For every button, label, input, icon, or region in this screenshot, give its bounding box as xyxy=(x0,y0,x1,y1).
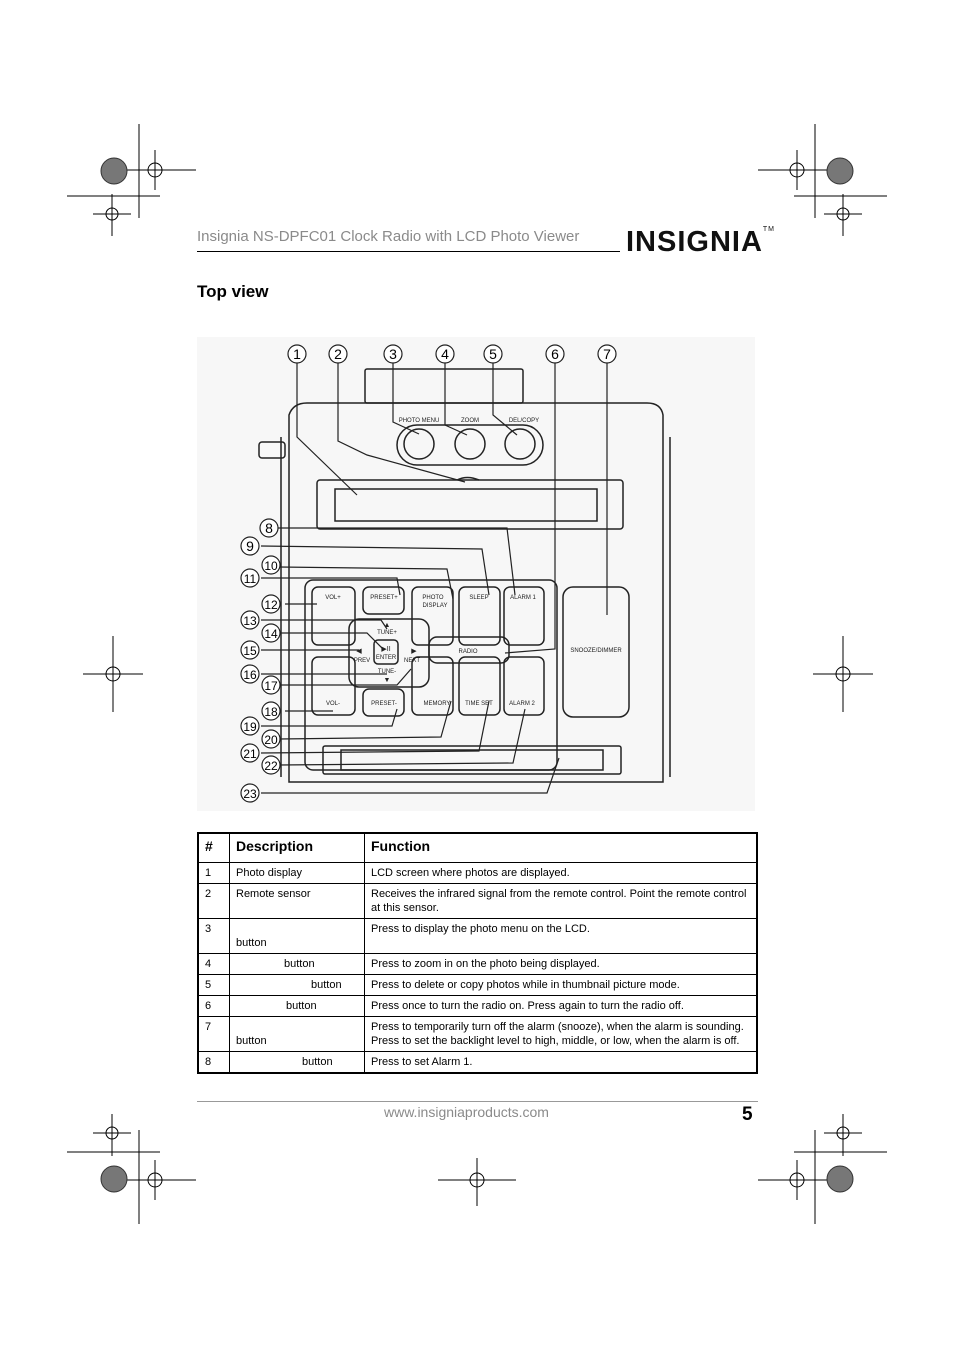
label-alarm1: ALARM 1 xyxy=(510,595,536,601)
label-photo: PHOTO xyxy=(422,595,444,601)
table-row: 7 button Press to temporarily turn off t… xyxy=(197,1016,758,1052)
callout-11: 11 xyxy=(244,572,257,586)
label-tune-minus: TUNE- xyxy=(378,669,396,675)
callout-16: 16 xyxy=(243,668,257,682)
row-function: Press to temporarily turn off the alarm … xyxy=(364,1016,758,1052)
row-number: 2 xyxy=(197,883,230,919)
callout-12: 12 xyxy=(264,598,278,612)
footer-rule xyxy=(197,1101,758,1102)
footer-url: www.insigniaproducts.com xyxy=(384,1104,549,1120)
table-row: 5 button Press to delete or copy photos … xyxy=(197,974,758,996)
section-title: Top view xyxy=(197,282,269,301)
arrow-down-icon: ▼ xyxy=(384,677,391,684)
callout-19: 19 xyxy=(243,720,257,734)
row-function: Receives the infrared signal from the re… xyxy=(364,883,758,919)
label-time-set: TIME SET xyxy=(465,701,493,707)
row-description: button xyxy=(229,918,365,954)
callout-1: 1 xyxy=(293,346,301,362)
row-description: button xyxy=(229,995,365,1017)
label-vol-plus: VOL+ xyxy=(325,595,341,601)
header-title: Insignia NS-DPFC01 Clock Radio with LCD … xyxy=(197,228,580,245)
row-number: 8 xyxy=(197,1051,230,1074)
callout-20: 20 xyxy=(264,733,278,747)
callout-8: 8 xyxy=(265,520,273,536)
play-pause-icon: ▶II xyxy=(381,646,390,653)
table-row: 2 Remote sensor Receives the infrared si… xyxy=(197,883,758,919)
callout-4: 4 xyxy=(441,346,449,362)
row-number: 4 xyxy=(197,953,230,975)
callout-7: 7 xyxy=(603,346,611,362)
label-alarm2: ALARM 2 xyxy=(509,701,535,707)
row-function: Press to delete or copy photos while in … xyxy=(364,974,758,996)
label-del-copy: DEL/COPY xyxy=(509,418,539,424)
callout-17: 17 xyxy=(264,679,278,693)
row-description: button xyxy=(229,953,365,975)
row-function: LCD screen where photos are displayed. xyxy=(364,862,758,884)
table-row: 4 button Press to zoom in on the photo b… xyxy=(197,953,758,975)
label-zoom: ZOOM xyxy=(461,418,479,424)
top-view-diagram: 1 2 3 4 5 6 7 8 9 10 11 12 13 14 15 16 1… xyxy=(197,337,755,811)
callout-9: 9 xyxy=(246,538,254,554)
callout-22: 22 xyxy=(264,759,278,773)
callout-3: 3 xyxy=(389,346,397,362)
callout-10: 10 xyxy=(264,559,278,573)
callout-14: 14 xyxy=(264,627,278,641)
row-description: Remote sensor xyxy=(229,883,365,919)
arrow-right-icon: ▶ xyxy=(411,648,417,655)
table-row: 6 button Press once to turn the radio on… xyxy=(197,995,758,1017)
row-number: 7 xyxy=(197,1016,230,1052)
col-function: Function xyxy=(364,832,758,863)
row-number: 5 xyxy=(197,974,230,996)
label-preset-minus: PRESET- xyxy=(371,701,397,707)
label-snooze-dimmer: SNOOZE/DIMMER xyxy=(570,648,622,654)
label-next: NEXT xyxy=(404,658,420,664)
callout-13: 13 xyxy=(243,614,257,628)
label-memory: MEMORY xyxy=(424,701,451,707)
header-rule xyxy=(197,251,620,252)
row-description: Photo display xyxy=(229,862,365,884)
row-function: Press to set Alarm 1. xyxy=(364,1051,758,1074)
callout-2: 2 xyxy=(334,346,342,362)
row-description: button xyxy=(229,974,365,996)
row-description: button xyxy=(229,1016,365,1052)
callout-6: 6 xyxy=(551,346,559,362)
row-function: Press to display the photo menu on the L… xyxy=(364,918,758,954)
arrow-left-icon: ◀ xyxy=(356,648,362,655)
col-number: # xyxy=(197,832,230,863)
row-function: Press to zoom in on the photo being disp… xyxy=(364,953,758,975)
row-description: button xyxy=(229,1051,365,1074)
table-row: 3 button Press to display the photo menu… xyxy=(197,918,758,954)
label-prev: PREV xyxy=(354,658,370,664)
callout-21: 21 xyxy=(243,747,257,761)
table-row: 8 button Press to set Alarm 1. xyxy=(197,1051,758,1074)
label-photo-menu: PHOTO MENU xyxy=(399,418,440,424)
col-description: Description xyxy=(229,832,365,863)
callout-15: 15 xyxy=(243,644,257,658)
callout-5: 5 xyxy=(489,346,497,362)
label-sleep: SLEEP xyxy=(469,595,488,601)
table-header-row: # Description Function xyxy=(197,832,758,863)
label-preset-plus: PRESET+ xyxy=(370,595,398,601)
label-enter: ENTER xyxy=(376,655,397,661)
label-vol-minus: VOL- xyxy=(326,701,340,707)
row-number: 6 xyxy=(197,995,230,1017)
table-row: 1 Photo display LCD screen where photos … xyxy=(197,862,758,884)
row-function: Press once to turn the radio on. Press a… xyxy=(364,995,758,1017)
label-display: DISPLAY xyxy=(423,603,448,609)
row-number: 3 xyxy=(197,918,230,954)
label-radio: RADIO xyxy=(458,649,477,655)
row-number: 1 xyxy=(197,862,230,884)
arrow-up-icon: ▲ xyxy=(384,622,391,629)
callout-18: 18 xyxy=(264,705,278,719)
page-number: 5 xyxy=(742,1104,753,1125)
parts-table: # Description Function 1 Photo display L… xyxy=(197,832,758,1074)
brand-logo: INSIGNIATM xyxy=(626,226,776,258)
callout-23: 23 xyxy=(243,787,257,801)
label-tune-plus: TUNE+ xyxy=(377,630,397,636)
